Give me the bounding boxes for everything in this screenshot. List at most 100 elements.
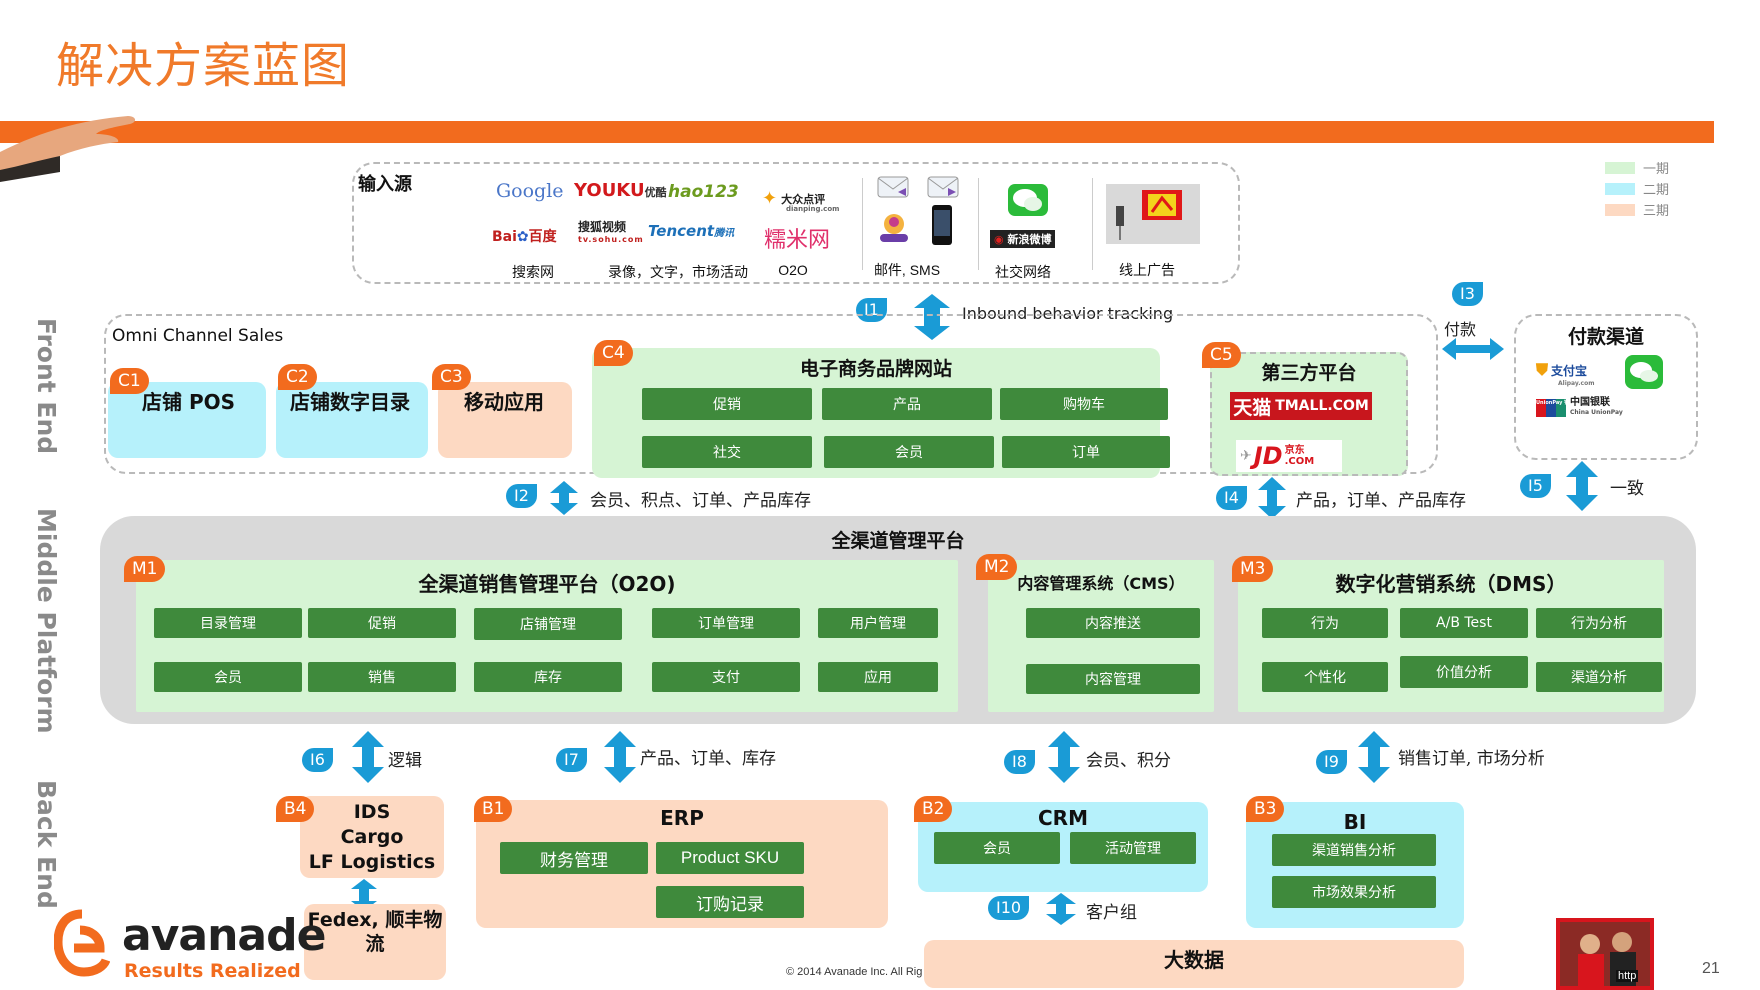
youku-logo: YOUKU优酷: [574, 180, 667, 201]
divider: [978, 178, 979, 270]
tmall-logo-en: TMALL.COM: [1275, 398, 1369, 414]
m3-button: 渠道分析: [1536, 662, 1662, 692]
header-bar: [0, 121, 1714, 143]
source-label-email: 邮件, SMS: [873, 262, 941, 278]
avanade-logo-mark-icon: [54, 909, 110, 977]
alipay-logo-en: Alipay.com: [1558, 380, 1595, 387]
email-icon: [877, 176, 909, 198]
b2-button: 会员: [934, 832, 1060, 864]
b4-carriers: [304, 904, 446, 980]
c3-mobile-app: [438, 382, 572, 458]
interface-tag-i6: I6: [302, 748, 333, 772]
omni-channel-heading: Omni Channel Sales: [112, 326, 284, 346]
c4-button: 产品: [822, 388, 992, 420]
m2-label: 内容管理系统（CMS）: [1017, 574, 1185, 593]
component-tag-c1: C1: [110, 368, 149, 394]
dianping-url: dianping.com: [786, 205, 840, 213]
b1-label: ERP: [660, 806, 704, 830]
contact-icon: [880, 214, 908, 242]
tencent-logo-text: Tencent: [648, 222, 715, 240]
presenter-photo: http: [1556, 918, 1654, 990]
i8-label: 会员、积分: [1086, 751, 1171, 771]
double-arrow-horizontal-icon: [1442, 338, 1504, 360]
b3-button: 市场效果分析: [1272, 876, 1436, 908]
m3-button: 个性化: [1262, 662, 1388, 692]
i2-label: 会员、积点、订单、产品库存: [590, 491, 811, 511]
i5-label: 一致: [1610, 479, 1644, 499]
legend-swatch-phase1: [1605, 161, 1635, 174]
payment-heading: 付款渠道: [1567, 326, 1644, 348]
dianping-logo-text: 大众点评: [781, 192, 826, 206]
m1-button: 库存: [474, 662, 622, 692]
double-arrow-vertical-icon: [1048, 731, 1080, 783]
email-icon: [927, 176, 959, 198]
big-data-label: 大数据: [1164, 948, 1224, 972]
m3-button: 行为分析: [1536, 608, 1662, 638]
legend-label: 二期: [1643, 182, 1670, 197]
baidu-paw-icon: ✿: [516, 229, 529, 245]
interface-tag-i4: I4: [1216, 486, 1247, 510]
interface-tag-i3: I3: [1452, 282, 1483, 306]
i7-label: 产品、订单、库存: [640, 749, 776, 769]
double-arrow-vertical-icon: [351, 879, 377, 911]
front-end-label: Front End: [32, 318, 61, 455]
m1-button: 用户管理: [818, 608, 938, 638]
source-label-video: 录像，文字，市场活动: [608, 264, 748, 280]
c2-store-catalog: [276, 382, 428, 458]
jd-logo-cn: 京东: [1284, 445, 1305, 456]
nuomi-logo: 糯米网: [764, 228, 831, 253]
b1-button: 订购记录: [656, 886, 804, 918]
c4-button: 社交: [642, 436, 812, 468]
online-ad-image: [1106, 184, 1200, 244]
m1-label: 全渠道销售管理平台（O2O): [418, 572, 676, 596]
tmall-logo-cn: 天猫: [1233, 396, 1272, 419]
double-arrow-vertical-icon: [1358, 731, 1390, 783]
interface-tag-i10: I10: [988, 896, 1030, 920]
copyright: © 2014 Avanade Inc. All Rig: [786, 966, 923, 978]
alipay-shield-icon: ⛊: [1536, 360, 1549, 379]
b1-button: Product SKU: [656, 842, 804, 874]
youku-logo-cn: 优酷: [644, 186, 667, 199]
mobile-phone-icon: [932, 205, 952, 245]
divider: [1092, 178, 1093, 270]
m1-button: 支付: [652, 662, 800, 692]
avanade-tagline: Results Realized: [124, 960, 301, 982]
input-sources-panel: [352, 162, 1240, 284]
b4-carriers-label: Fedex, 顺丰物流: [307, 909, 443, 955]
jd-logo-com: .COM: [1284, 456, 1315, 467]
weibo-logo: ◉ 新浪微博: [990, 230, 1056, 248]
double-arrow-vertical-icon: [550, 481, 578, 515]
wechat-pay-icon: [1625, 355, 1663, 389]
legend-swatch-phase3: [1605, 203, 1635, 216]
component-tag-c2: C2: [278, 364, 317, 390]
double-arrow-vertical-icon: [1566, 461, 1598, 511]
m3-button: A/B Test: [1400, 608, 1528, 638]
legend-label: 三期: [1643, 203, 1670, 218]
b3-button: 渠道销售分析: [1272, 834, 1436, 866]
b4-line: Cargo: [340, 826, 404, 848]
interface-tag-i5: I5: [1520, 474, 1551, 498]
b1-button: 财务管理: [500, 842, 648, 874]
interface-tag-i9: I9: [1316, 750, 1347, 774]
unionpay-logo-cn: 中国银联: [1570, 397, 1610, 408]
m1-button: 应用: [818, 662, 938, 692]
source-label-search: 搜索网: [512, 264, 554, 280]
m2-button: 内容推送: [1026, 608, 1200, 638]
baidu-logo-text: Bai: [492, 229, 517, 245]
m3-button: 价值分析: [1400, 656, 1528, 688]
input-sources-heading: 输入源: [358, 174, 412, 195]
m3-button: 行为: [1262, 608, 1388, 638]
source-label-o2o: O2O: [778, 262, 808, 278]
photo-caption: http: [1616, 970, 1639, 982]
payment-channel-panel: [1514, 314, 1698, 460]
component-tag-c5: C5: [1202, 342, 1241, 368]
b4-logistics: [300, 796, 444, 878]
wechat-icon: [1008, 184, 1048, 216]
i10-label: 客户组: [1086, 903, 1137, 923]
b4-line: LF Logistics: [308, 851, 436, 873]
i3-label: 付款: [1444, 320, 1477, 339]
component-tag-b4: B4: [276, 796, 315, 822]
